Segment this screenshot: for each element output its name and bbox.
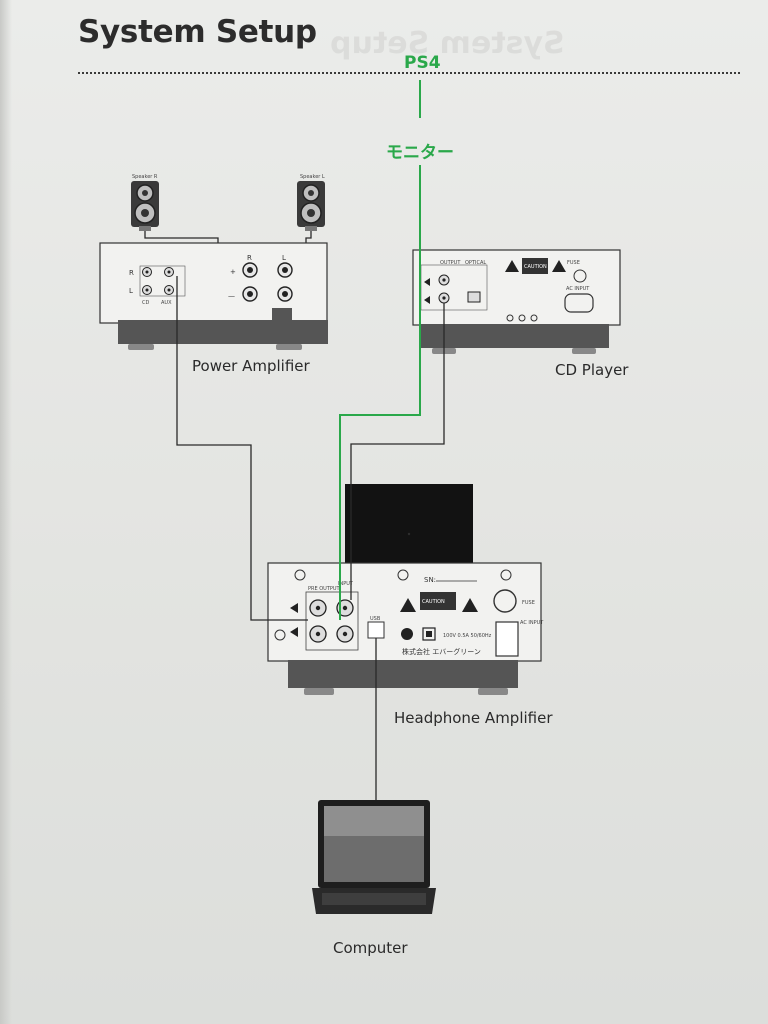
speaker-right (131, 181, 159, 231)
page-title: System Setup (78, 14, 317, 50)
pa-jack-aux-label: AUX (161, 300, 172, 306)
pa-jack-r-label: R (129, 269, 134, 277)
pa-jack-cd-label: CD (142, 300, 149, 306)
hpa-fuse-label: FUSE (522, 600, 535, 606)
ps4-label: PS4 (404, 53, 441, 73)
ps4-video-cable (339, 80, 421, 620)
hpa-pre-output-label: PRE OUTPUT (308, 586, 341, 592)
pa-terminal-l-label: L (282, 254, 286, 262)
pa-jack-l-label: L (129, 287, 133, 295)
monitor-screen (345, 484, 473, 564)
cd-player-chassis (412, 249, 621, 354)
cd-optical-label: OPTICAL (465, 260, 486, 266)
speaker-l-label: Speaker L (300, 174, 325, 180)
title-divider (78, 72, 740, 74)
power-amplifier-label: Power Amplifier (192, 357, 310, 375)
monitor-label: モニター (386, 143, 454, 163)
cd-caution-label: CAUTION (524, 264, 547, 270)
hpa-caution-label: CAUTION (422, 599, 445, 605)
cd-player-label: CD Player (555, 361, 629, 379)
cd-ac-input-label: AC INPUT (566, 286, 590, 292)
cd-fuse-label: FUSE (567, 260, 580, 266)
hpa-input-label: INPUT (338, 581, 354, 587)
hpa-maker-name: 株式会社 エバーグリーン (402, 647, 481, 656)
hpa-power-rating: 100V 0.5A 50/60Hz (443, 633, 492, 639)
computer-label: Computer (333, 939, 408, 957)
speaker-left (297, 181, 325, 231)
headphone-amplifier-label: Headphone Amplifier (394, 709, 553, 727)
hpa-sn-label: SN: (424, 576, 436, 584)
hpa-ac-input-label: AC INPUT (520, 620, 544, 626)
pa-minus-label: — (228, 292, 235, 300)
hpa-usb-label: USB (370, 616, 381, 622)
computer-laptop (312, 800, 436, 914)
audio-cables (176, 276, 445, 800)
cd-output-label: OUTPUT (440, 260, 461, 266)
pa-plus-label: + (230, 268, 236, 276)
power-amplifier-chassis (99, 242, 328, 350)
headphone-amplifier-chassis (267, 562, 542, 695)
speaker-r-label: Speaker R (132, 174, 158, 180)
page-binding-shadow (0, 0, 12, 1024)
pa-terminal-r-label: R (247, 254, 252, 262)
